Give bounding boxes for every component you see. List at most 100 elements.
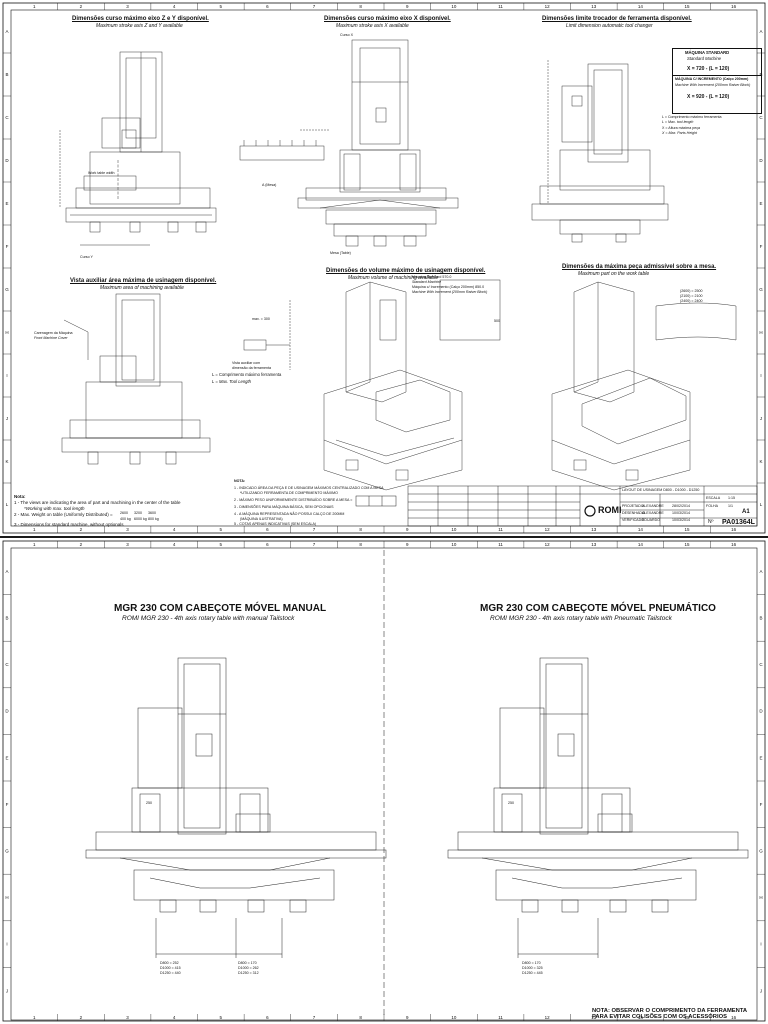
border-letter: G (759, 287, 763, 292)
border-number: 15 (685, 4, 691, 9)
legend-line: L = Max. tool length (662, 120, 694, 124)
border-number: 3 (126, 1015, 129, 1020)
border-number: 9 (406, 527, 409, 532)
weight-value: 3200 (134, 511, 142, 515)
border-number: 15 (685, 542, 691, 547)
sheet1-drawing: 1122334455667788991010111112121313141415… (2, 2, 766, 534)
tb-role: PROJETADO (622, 504, 644, 508)
dim-label: Work table width (88, 171, 115, 175)
dim-label: D1250 = 312 (238, 971, 259, 975)
border-number: 2 (80, 1015, 83, 1020)
tb-date: 10/03/2014 (672, 518, 690, 522)
weight-value: 3600 (148, 511, 156, 515)
border-number: 6 (266, 4, 269, 9)
border-number: 9 (406, 4, 409, 9)
border-letter: D (759, 158, 763, 163)
border-letter: H (5, 895, 8, 900)
border-number: 1 (33, 527, 36, 532)
romi-logo-icon (584, 505, 596, 517)
mgr230-pneumatic-drawing (447, 657, 749, 958)
dim-label: D1000 = 325 (522, 966, 543, 970)
border-number: 3 (126, 4, 129, 9)
border-letter: F (6, 802, 9, 807)
border-letter: D (5, 709, 9, 714)
border-number: 12 (545, 1015, 551, 1020)
note-line: *UTILIZANDO FERRAMENTA DE COMPRIMENTO MÁ… (240, 491, 338, 495)
dim-label: (2400) = 2400 (680, 299, 703, 303)
border-number: 7 (313, 1015, 316, 1020)
view-subtitle: Maximum volume of machining available (348, 275, 439, 281)
border-letter: F (760, 244, 763, 249)
note-line: 1 - The views are indicating the area of… (14, 500, 181, 505)
dim-label: Curso Y (80, 255, 93, 259)
border-number: 11 (498, 527, 503, 532)
border-number: 2 (80, 542, 83, 547)
tb-code: PA01364L (722, 519, 755, 526)
tb-sheet: FOLHA (706, 504, 718, 508)
border-letter: B (5, 72, 8, 77)
note-line: 2 - MÁXIMO PESO UNIFORMEMENTE DISTRIBUÍD… (234, 498, 353, 502)
border-number: 3 (126, 542, 129, 547)
border-letter: K (5, 459, 8, 464)
tb-name: ALEXANDRE (642, 511, 664, 515)
note-line: 1 - INDICADO ÁREA DA PEÇA E DE USINAGEM … (234, 486, 384, 490)
border-letter: C (759, 662, 763, 667)
border-number: 1 (33, 4, 36, 9)
dim-label: Carenagem da Máquina (34, 331, 73, 335)
dim-label: Vista auxiliar com (232, 361, 261, 365)
collision-note-title: NOTA: OBSERVAR O COMPRIMENTO DA FERRAMEN… (592, 1008, 748, 1014)
border-number: 4 (173, 542, 176, 547)
tb-size: A1 (742, 509, 750, 515)
machine-iso-view-part (551, 281, 737, 491)
border-number: 1 (33, 542, 36, 547)
border-number: 2 (80, 527, 83, 532)
border-number: 13 (591, 527, 597, 532)
border-letter: L (760, 502, 763, 507)
border-letter: I (760, 942, 761, 947)
border-letter: I (6, 373, 7, 378)
border-number: 6 (266, 542, 269, 547)
border-number: 16 (731, 542, 737, 547)
border-number: 9 (406, 1015, 409, 1020)
border-letter: H (759, 330, 762, 335)
border-letter: L (6, 502, 9, 507)
sheet2-drawing: 1122334455667788991010111112121313141415… (2, 540, 766, 1022)
mgr230-manual-drawing (85, 657, 387, 958)
machine-front-view-x (239, 39, 459, 247)
border-letter: E (759, 755, 762, 760)
border-number: 13 (591, 4, 597, 9)
border-number: 11 (498, 4, 503, 9)
border-number: 6 (266, 527, 269, 532)
border-letter: A (5, 569, 8, 574)
border-letter: C (759, 115, 763, 120)
border-number: 13 (591, 542, 597, 547)
border-number: 5 (220, 4, 223, 9)
border-number: 12 (545, 542, 551, 547)
dim-label: dimensão da ferramenta (232, 366, 271, 370)
view-title: Dimensões do volume máximo de usinagem d… (326, 268, 486, 274)
note-line: 5 - COTAS APENAS INDICATIVAS (SEM ESCALA… (234, 522, 317, 526)
dim-label: Máquina c/ Incremento (Calço 200mm) 850.… (412, 285, 485, 289)
border-letter: D (759, 709, 763, 714)
border-letter: G (5, 287, 9, 292)
border-number: 12 (545, 4, 551, 9)
note-line: 3 - DIMENSÕES PARA MÁQUINA BÁSICA, SEM O… (234, 505, 334, 509)
border-letter: B (759, 616, 762, 621)
weight-value: 800 kg (148, 517, 159, 521)
border-number: 8 (359, 527, 362, 532)
border-letter: I (760, 373, 761, 378)
legend-line: X = Altura máxima peça (662, 126, 701, 130)
dim-label: D800 = 170 (238, 961, 257, 965)
dim-label: A (Mesa) (262, 183, 277, 187)
dim-label: 250 (146, 801, 152, 805)
dim-label: (2100) = 2100 (680, 294, 703, 298)
border-number: 4 (173, 527, 176, 532)
view-title: Dimensões curso máximo eixo Z e Y dispon… (72, 16, 209, 22)
border-number: 5 (220, 527, 223, 532)
weight-value: 6000 kg (134, 517, 147, 521)
dim-label: Curso X (340, 33, 353, 37)
collision-note-title-2: PARA EVITAR COLISÕES COM OS ACESSÓRIOS (592, 1014, 727, 1020)
border-number: 8 (359, 1015, 362, 1020)
